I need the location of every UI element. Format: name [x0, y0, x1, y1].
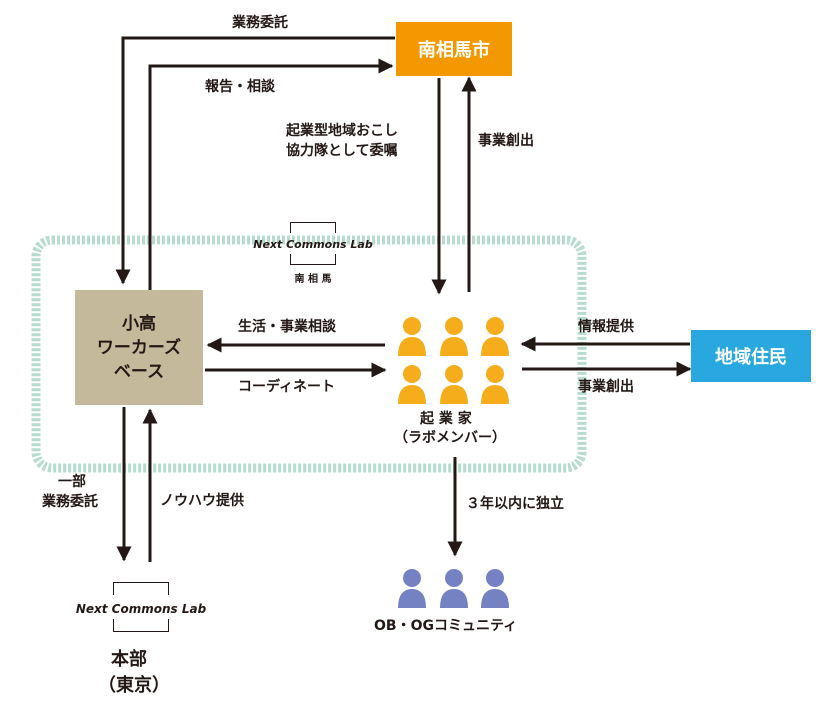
region-boundary [31, 235, 587, 473]
person-icon [440, 317, 468, 356]
logo-bracket-top [113, 582, 169, 595]
logo-bracket-bottom [113, 619, 169, 632]
node-alumni: OB・OGコミュニティ [374, 618, 518, 634]
label-outsource: 業務委託 [232, 15, 288, 31]
node-city: 南相馬市 [396, 22, 512, 76]
label-report: 報告・相談 [205, 79, 275, 95]
node-hq-line1: 本部 [111, 649, 147, 670]
label-partial-outsource-line2: 業務委託 [42, 494, 98, 510]
label-create-business-city: 事業創出 [478, 133, 534, 149]
logo-region-name: Next Commons Lab [253, 238, 373, 251]
person-icon [398, 317, 426, 356]
node-base: 小高 ワーカーズ ベース [75, 290, 203, 405]
node-city-label: 南相馬市 [418, 40, 490, 61]
person-icon [481, 365, 509, 404]
entrepreneur-people [398, 317, 509, 404]
logo-next-commons-lab-region: Next Commons Lab 南 相 馬 [248, 222, 378, 290]
arrow-outsource [115, 36, 395, 285]
node-entrepreneurs-line1: 起 業 家 [420, 411, 472, 427]
node-base-line3: ベース [113, 361, 165, 382]
label-knowhow: ノウハウ提供 [160, 493, 244, 509]
person-icon [440, 365, 468, 404]
node-residents: 地域住民 [691, 330, 811, 382]
person-icon [481, 569, 509, 608]
node-residents-label: 地域住民 [715, 347, 787, 368]
label-coordinate: コーディネート [238, 379, 336, 395]
logo-bracket-bottom [290, 254, 336, 265]
arrow-report [148, 58, 394, 290]
label-independence: ３年以内に独立 [466, 496, 564, 512]
label-life-consult: 生活・事業相談 [238, 319, 336, 335]
logo-region-sub: 南 相 馬 [294, 274, 332, 285]
logo-bracket-top [290, 222, 336, 233]
alumni-people [398, 569, 509, 608]
label-appoint-line1: 起業型地域おこし [286, 123, 398, 139]
logo-hq-name: Next Commons Lab [75, 602, 207, 616]
person-icon [481, 317, 509, 356]
logo-next-commons-lab-hq: Next Commons Lab [66, 582, 216, 632]
label-appoint-line2: 協力隊として委嘱 [286, 143, 398, 159]
person-icon [398, 569, 426, 608]
node-entrepreneurs-line2: （ラボメンバー） [394, 430, 506, 446]
person-icon [440, 569, 468, 608]
node-base-line2: ワーカーズ [96, 337, 182, 358]
node-base-line1: 小高 [122, 313, 156, 334]
label-create-business-residents: 事業創出 [578, 379, 634, 395]
label-partial-outsource-line1: 一部 [58, 474, 86, 490]
label-info-provide: 情報提供 [578, 319, 634, 335]
person-icon [398, 365, 426, 404]
node-hq-line2: （東京） [98, 675, 170, 696]
